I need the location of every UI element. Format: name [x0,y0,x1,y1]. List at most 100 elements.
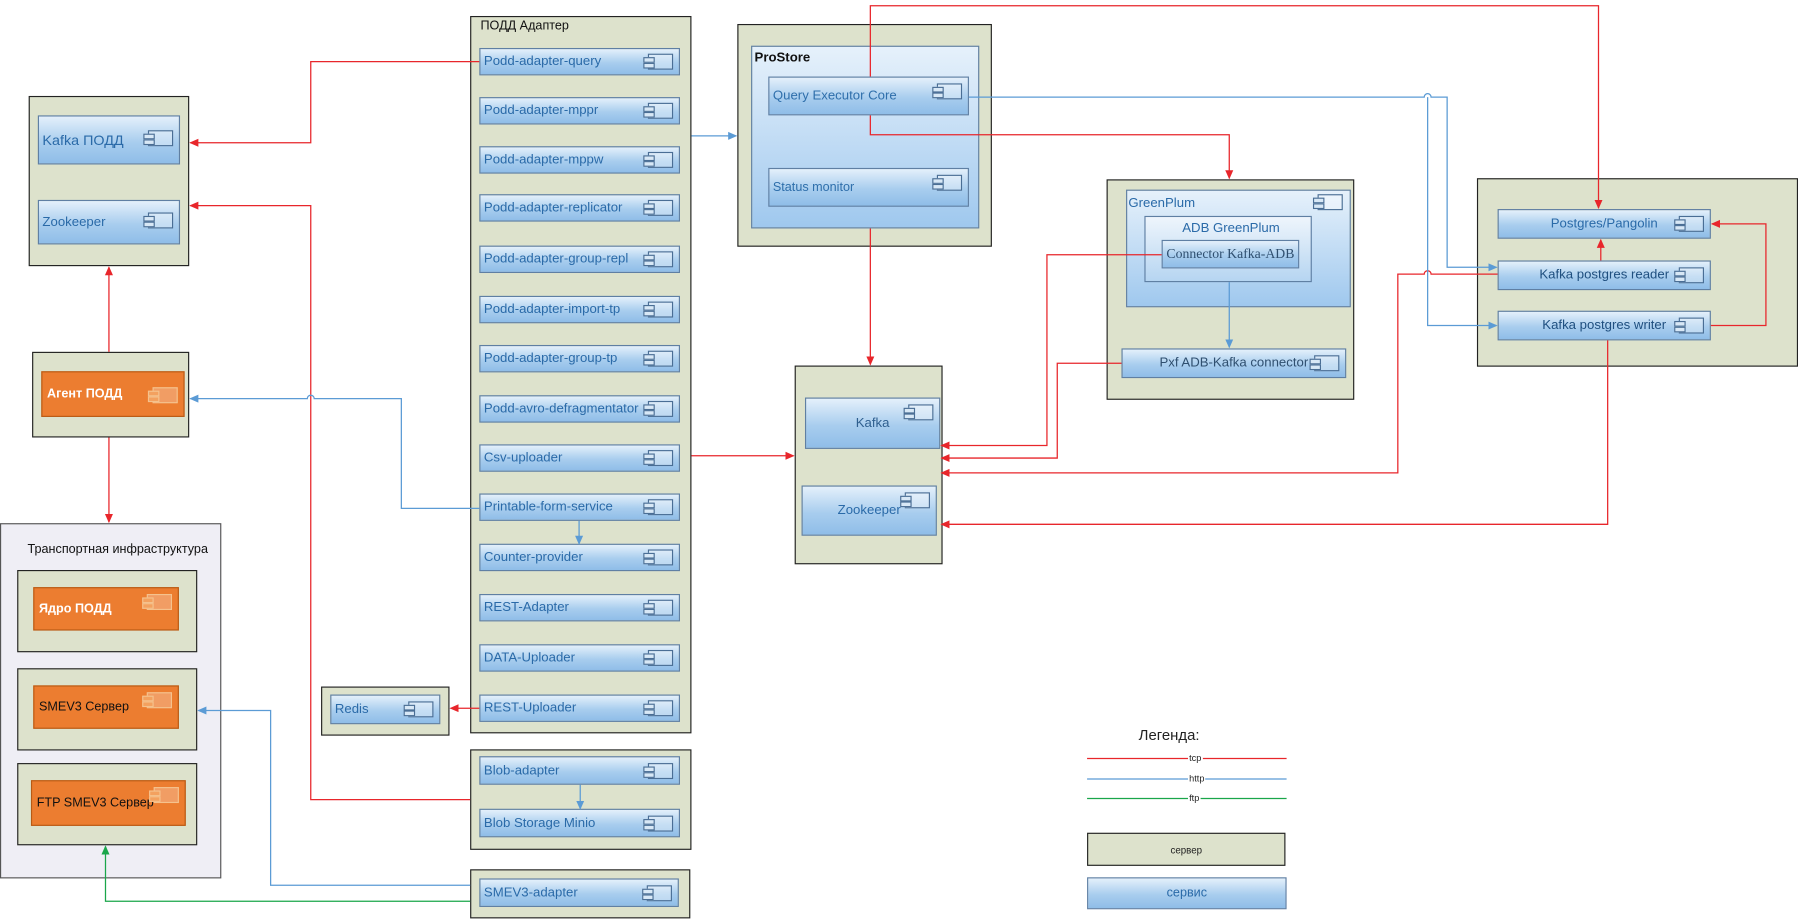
service-status-monitor: Status monitor [768,167,969,207]
service-label: Kafka ПОДД [42,131,124,148]
service-podd-adapter-group-repl: Podd-adapter-group-repl [479,245,680,274]
component-icon [147,387,178,404]
component-icon [643,499,674,516]
component-icon [643,450,674,467]
service-label: Blob Storage Minio [483,816,596,830]
component-icon [142,593,173,610]
service-podd-adapter-mppw: Podd-adapter-mppw [479,146,680,174]
service-label: Redis [334,702,369,717]
transport-title: Транспортная инфраструктура [27,542,208,557]
service-label: Podd-avro-defragmentator [483,402,639,416]
ftp-smev3-adapter-to-ftp [101,845,471,902]
component-icon [643,350,674,367]
greenplum-title: GreenPlum [1128,196,1196,211]
component-icon [643,599,674,616]
legend-title: Легенда: [1138,726,1200,744]
service-label: Podd-adapter-import-tp [483,302,621,317]
service-podd-adapter-group-tp: Podd-adapter-group-tp [479,344,680,373]
service-smev3-adapter: SMEV3-adapter [479,878,679,907]
http-core-to-writer [1427,97,1498,330]
core-label: Ядро ПОДД [38,601,112,616]
component-icon [142,692,173,709]
service-label: Status monitor [772,180,855,195]
podd-adapter-title: ПОДД Адаптер [480,19,569,34]
component-icon [643,700,674,717]
tcp-reader-to-kafka [940,270,1498,477]
http-printable-to-agent [189,394,480,509]
service-label: Blob-adapter [483,763,560,778]
service-label: Podd-adapter-mppw [483,153,604,167]
service-label: Podd-adapter-group-repl [483,252,629,267]
service-query-executor-core: Query Executor Core [768,76,969,116]
service-label: Connector Kafka-ADB [1166,245,1295,262]
component-icon [1674,317,1704,334]
component-icon [143,212,174,229]
component-icon [642,884,672,901]
component-icon [643,549,674,566]
service-label: Counter-provider [483,550,583,565]
service-connector-kafka-adb: Connector Kafka-ADB [1161,239,1300,269]
tcp-writer-to-pangolin [1710,219,1767,327]
service-label: Pxf ADB-Kafka connector [1159,356,1309,371]
service-postgres-pangolin: Postgres/Pangolin [1497,209,1711,239]
service-kafka-podd: Kafka ПОДД [37,115,181,165]
agent-podd-node: Агент ПОДД [41,371,185,417]
component-icon [932,83,963,100]
component-icon [1312,194,1343,211]
service-label: Podd-adapter-mppr [483,103,599,118]
service-label: DATA-Uploader [483,651,576,665]
legend-ftp-label: ftp [1187,792,1201,804]
component-icon [1309,355,1340,372]
legend-service-swatch: сервис [1087,877,1287,910]
smev3-server-node: SMEV3 Сервер [33,685,179,729]
service-kafka-postgres-reader: Kafka postgres reader [1497,260,1711,291]
service-label: Kafka postgres writer [1542,318,1667,333]
service-label: REST-Adapter [483,600,569,615]
tcp-core-to-pangolin [869,5,1603,210]
service-label: Zookeeper [837,503,901,518]
smev3-label: SMEV3 Сервер [38,700,129,714]
service-podd-adapter-import-tp: Podd-adapter-import-tp [479,295,680,324]
service-podd-adapter-mppr: Podd-adapter-mppr [479,97,680,125]
service-csv-uploader: Csv-uploader [479,444,680,472]
legend-tcp-label: tcp [1187,752,1203,764]
ftp-smev3-node: FTP SMEV3 Сервер [30,780,186,826]
service-label: Kafka [855,416,890,431]
service-label: Csv-uploader [483,451,563,465]
service-label: Podd-adapter-query [483,54,602,69]
component-icon [932,174,963,191]
component-icon [143,130,174,147]
service-data-uploader: DATA-Uploader [479,644,680,672]
ftp-label: FTP SMEV3 Сервер [36,796,154,810]
core-podd-node: Ядро ПОДД [33,587,179,631]
service-blob-adapter: Blob-adapter [479,756,680,785]
component-icon [403,701,434,718]
adb-greenplum-title: ADB GreenPlum [1182,221,1280,236]
component-icon [643,251,674,268]
component-icon [643,53,674,70]
service-label: Printable-form-service [483,500,613,515]
service-rest-adapter: REST-Adapter [479,593,680,622]
component-icon [643,151,674,168]
legend-server-swatch: сервер [1087,832,1286,866]
service-label: REST-Uploader [483,701,577,716]
http-smev3-adapter-to-smev3 [197,706,471,886]
service-podd-adapter-replicator: Podd-adapter-replicator [479,194,680,222]
component-icon [643,815,674,832]
tcp-query-to-kafka-podd [189,61,480,147]
service-podd-adapter-query: Podd-adapter-query [479,47,680,76]
service-blob-storage: Blob Storage Minio [479,808,680,838]
service-label: Podd-adapter-group-tp [483,351,618,366]
component-icon [903,404,934,421]
agent-label: Агент ПОДД [47,387,123,401]
service-pxf-connector: Pxf ADB-Kafka connector [1121,348,1347,379]
service-rest-uploader: REST-Uploader [479,694,680,722]
service-zookeeper: Zookeeper [801,485,937,536]
service-redis: Redis [330,694,441,725]
legend-http-label: http [1187,773,1206,784]
service-podd-avro-defragmentator: Podd-avro-defragmentator [479,395,680,423]
component-icon [643,102,674,119]
service-label: Postgres/Pangolin [1550,217,1658,231]
component-icon [643,649,674,666]
